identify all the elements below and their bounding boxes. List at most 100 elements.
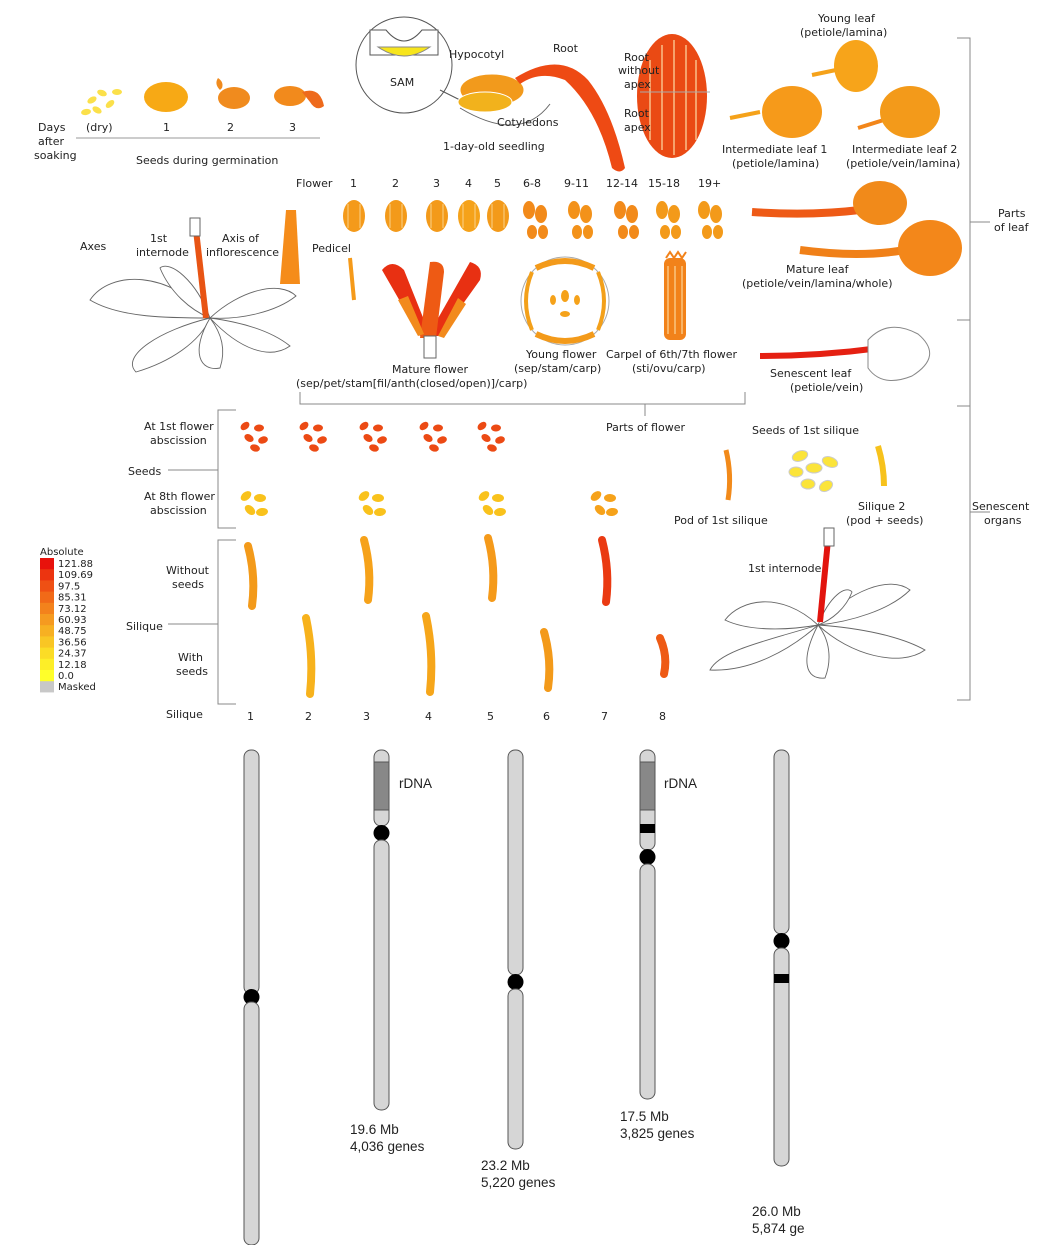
carpel-label: Carpel of 6th/7th flower (sti/ovu/carp) (606, 348, 738, 375)
chr3-size: 23.2 Mb (481, 1158, 530, 1173)
svg-text:of leaf: of leaf (994, 221, 1030, 234)
rosette-outline (90, 266, 296, 372)
mature-flower (382, 262, 481, 358)
pod-first-silique-label: Pod of 1st silique (674, 514, 768, 527)
svg-text:Days: Days (38, 121, 66, 134)
pedicel-label: Pedicel (312, 242, 351, 255)
seeds-first-silique (789, 449, 839, 494)
svg-text:soaking: soaking (34, 149, 77, 162)
first-internode-label: 1st internode (136, 232, 189, 259)
seeds-first-label: At 1st flower abscission (144, 420, 214, 447)
seed-cluster-first (298, 420, 328, 453)
silique-number: 6 (543, 710, 550, 723)
silique-number: 8 (659, 710, 666, 723)
intermediate-leaf-1-label: Intermediate leaf 1 (petiole/lamina) (722, 143, 827, 170)
legend-value: 85.31 (58, 593, 87, 604)
mature-leaf-label: Mature leaf (petiole/vein/lamina/whole) (742, 263, 892, 290)
rdna-label-chr4: rDNA (664, 776, 697, 791)
svg-text:Root: Root (624, 51, 650, 64)
seed-cluster-eighth (357, 489, 387, 517)
carpel (664, 252, 686, 340)
parts-of-leaf-bracket (957, 38, 990, 406)
svg-text:abscission: abscission (150, 434, 207, 447)
root-label: Root (553, 42, 579, 55)
seeds-first-silique-label: Seeds of 1st silique (752, 424, 859, 437)
legend-value: 36.56 (58, 637, 87, 648)
svg-text:Intermediate leaf 2: Intermediate leaf 2 (852, 143, 957, 156)
senescent-leaf-label: Senescent leaf (petiole/vein) (770, 367, 863, 394)
flower-stage-shape (656, 201, 681, 239)
legend-value: 121.88 (58, 559, 93, 570)
legend-value: 73.12 (58, 604, 87, 615)
svg-text:At 8th flower: At 8th flower (144, 490, 215, 503)
legend-value: 109.69 (58, 570, 93, 581)
day-label-1: 1 (163, 121, 170, 134)
svg-text:(petiole/vein/lamina/whole): (petiole/vein/lamina/whole) (742, 277, 892, 290)
flower-stage-shape (523, 201, 548, 239)
seed-cluster-eighth (589, 489, 619, 517)
color-legend: 121.88109.6997.585.3173.1260.9348.7536.5… (40, 558, 96, 693)
svg-text:Young flower: Young flower (525, 348, 597, 361)
legend-value: 24.37 (58, 649, 87, 660)
silique-shape (660, 638, 665, 674)
svg-text:(sep/stam/carp): (sep/stam/carp) (514, 362, 601, 375)
silique-shape (488, 538, 493, 598)
chromosome-5 (774, 750, 790, 1166)
silique-number: 4 (425, 710, 432, 723)
flower-stage-label: 15-18 (648, 177, 680, 190)
svg-text:after: after (38, 135, 65, 148)
svg-text:At 1st flower: At 1st flower (144, 420, 214, 433)
svg-text:(pod + seeds): (pod + seeds) (846, 514, 923, 527)
silique-number: 7 (601, 710, 608, 723)
axes-label: Axes (80, 240, 106, 253)
silique-shape (544, 632, 549, 688)
silique-2-label: Silique 2 (pod + seeds) (846, 500, 923, 527)
first-internode-cap (190, 218, 200, 236)
centromere (774, 933, 790, 949)
young-flower (521, 257, 609, 345)
svg-text:Senescent leaf: Senescent leaf (770, 367, 852, 380)
seed-day2 (216, 78, 250, 109)
legend-value: 48.75 (58, 626, 87, 637)
svg-text:(sti/ovu/carp): (sti/ovu/carp) (632, 362, 706, 375)
svg-text:(petiole/lamina): (petiole/lamina) (800, 26, 887, 39)
young-leaf (812, 40, 878, 92)
legend-swatch (40, 603, 54, 615)
heterochromatin-band (640, 824, 655, 833)
chromosome-2 (374, 750, 390, 1110)
svg-text:abscission: abscission (150, 504, 207, 517)
legend-swatch (40, 592, 54, 604)
svg-text:seeds: seeds (172, 578, 204, 591)
root-apex-label: Root apex (624, 107, 651, 134)
hypocotyl-label: Hypocotyl (449, 48, 504, 61)
intermediate-leaf-1 (730, 86, 822, 138)
svg-text:organs: organs (984, 514, 1022, 527)
flower-stage-shape (614, 201, 639, 239)
silique-with-label: With seeds (176, 651, 208, 678)
svg-text:apex: apex (624, 121, 651, 134)
svg-text:(petiole/lamina): (petiole/lamina) (732, 157, 819, 170)
silique-shapes (248, 538, 665, 694)
legend-swatch (40, 636, 54, 648)
svg-text:1st: 1st (150, 232, 168, 245)
legend-value: 0.0 (58, 671, 74, 682)
flower-stage-label: 5 (494, 177, 501, 190)
legend-swatch (40, 659, 54, 671)
legend-masked-label: Masked (58, 682, 96, 693)
days-after-soaking-label: Days after soaking (34, 121, 77, 162)
day-label-dry: (dry) (86, 121, 113, 134)
seed-cluster-first (358, 420, 388, 453)
svg-text:without: without (618, 64, 660, 77)
rdna-band (374, 762, 389, 810)
chromosome-4 (640, 750, 656, 1099)
germination-caption: Seeds during germination (136, 154, 278, 167)
legend-swatch (40, 625, 54, 637)
young-flower-label: Young flower (sep/stam/carp) (514, 348, 601, 375)
chr4-size: 17.5 Mb (620, 1109, 669, 1124)
legend-value: 60.93 (58, 615, 87, 626)
dry-seeds (81, 88, 122, 115)
flower-stage-label: 4 (465, 177, 472, 190)
efp-expression-diagram: Days after soaking (dry) 1 2 3 Seeds dur… (0, 0, 1040, 740)
chr5-size: 26.0 Mb (752, 1204, 801, 1219)
silique-number: 2 (305, 710, 312, 723)
